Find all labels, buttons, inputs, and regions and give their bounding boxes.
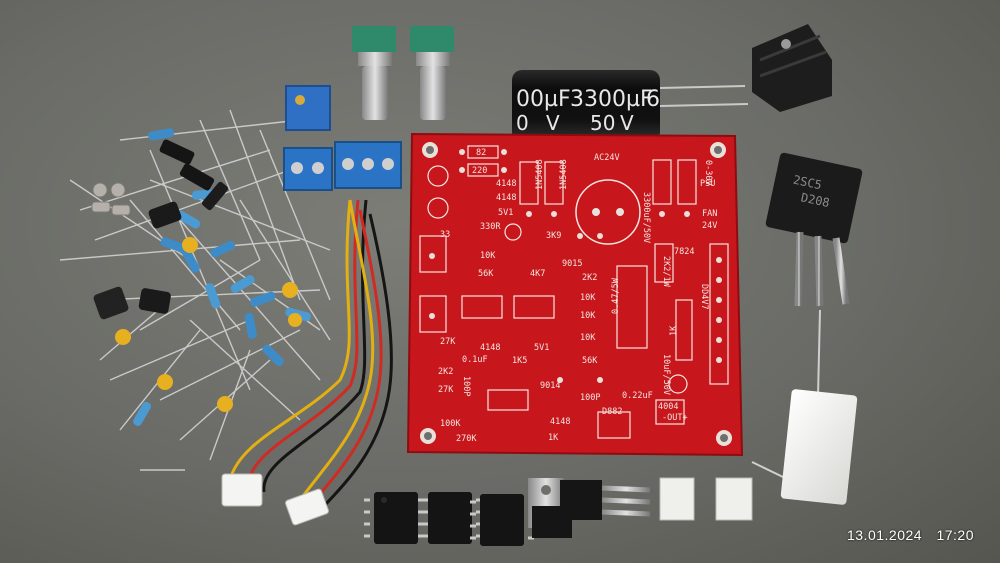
cap-voltage-unit-left: V bbox=[546, 111, 560, 135]
pcb-label: 9015 bbox=[562, 259, 582, 269]
pcb-label: 1K bbox=[669, 325, 679, 336]
pcb-label: D882 bbox=[602, 407, 622, 417]
cap-voltage-value: 50 bbox=[590, 111, 615, 135]
pcb-label: 2K2 bbox=[582, 273, 597, 283]
pcb-label: 4148 bbox=[496, 193, 516, 203]
pcb-label: 100K bbox=[440, 419, 461, 429]
pcb-label: 33 bbox=[440, 230, 450, 240]
pcb-label: 56K bbox=[582, 356, 598, 366]
ceramic-capacitors bbox=[115, 237, 302, 412]
transistor-marking-1: 2SC5 bbox=[792, 173, 823, 193]
pcb-label: 1K5 bbox=[512, 356, 527, 366]
pcb-label: 100P bbox=[461, 376, 471, 396]
trimmer-potentiometer bbox=[285, 85, 331, 131]
pcb-label: -OUT+ bbox=[662, 413, 688, 423]
pcb-label: 0.47/5W bbox=[611, 277, 621, 314]
pcb-label: 10K bbox=[580, 293, 596, 303]
cap-label-left: 00µF bbox=[516, 87, 571, 112]
diodes bbox=[93, 139, 229, 320]
pcb-label: 27K bbox=[440, 337, 456, 347]
pcb-label: 10K bbox=[580, 333, 596, 343]
dip-ic-3 bbox=[470, 494, 534, 546]
power-transistor: 2SC5 D208 bbox=[765, 152, 863, 307]
pcb-label: DD4V7 bbox=[699, 284, 709, 310]
pcb-label: 330R bbox=[480, 222, 501, 232]
photo-timestamp: 13.01.2024 17:20 bbox=[847, 527, 974, 543]
timestamp-time: 17:20 bbox=[936, 527, 974, 543]
pcb-label: 82 bbox=[476, 148, 486, 158]
pcb-label: 7824 bbox=[674, 247, 694, 257]
pcb-label: 4148 bbox=[550, 417, 570, 427]
pcb-label: 3300uF/50V bbox=[641, 192, 651, 243]
cap-voltage-left: 0 bbox=[516, 111, 529, 135]
pcb-label: 0.22uF bbox=[622, 391, 653, 401]
screw-terminal-3pin bbox=[334, 141, 402, 189]
cap-label-edge: 6 bbox=[646, 87, 660, 112]
pcb-label: 4K7 bbox=[530, 269, 545, 279]
pcb-label: 10K bbox=[580, 311, 596, 321]
cap-label-capacitance: 3300µF bbox=[570, 87, 653, 112]
pcb-label: 0-30V bbox=[703, 160, 713, 186]
jst-header-1 bbox=[659, 477, 695, 521]
pcb-label: AC24V bbox=[594, 153, 620, 163]
pcb-label: 56K bbox=[478, 269, 494, 279]
pcb-label: 2K2 bbox=[438, 367, 453, 377]
pcb-label: 0.1uF bbox=[462, 355, 488, 365]
cap-voltage-unit: V bbox=[620, 111, 634, 135]
pcb-label: 4148 bbox=[496, 179, 516, 189]
pcb-label: 5V1 bbox=[534, 343, 549, 353]
screws bbox=[91, 182, 131, 216]
pcb-label: FAN bbox=[702, 209, 717, 219]
voltage-regulator-2 bbox=[560, 480, 651, 520]
pcb-board: 82 220 4148 4148 5V1 1N5408 1N5408 AC24V… bbox=[406, 132, 744, 457]
jst-connector-cable bbox=[221, 473, 329, 526]
rotary-potentiometer-left bbox=[352, 26, 396, 120]
jst-header-2 bbox=[715, 477, 753, 521]
pcb-label: 3K9 bbox=[546, 231, 561, 241]
electrolytic-capacitor: 00µF 3300µF 6 0 V 50 V bbox=[512, 70, 749, 142]
heatsink bbox=[752, 24, 832, 112]
pcb-label: 9014 bbox=[540, 381, 560, 391]
pcb-label: 2K2/1W bbox=[661, 256, 671, 288]
rotary-potentiometer-right bbox=[410, 26, 454, 120]
pcb-label: 27K bbox=[438, 385, 454, 395]
pcb-label: 100P bbox=[580, 393, 600, 403]
pcb-label: 1K bbox=[548, 433, 559, 443]
pcb-label: 24V bbox=[702, 221, 717, 231]
pcb-label: 10K bbox=[480, 251, 496, 261]
jst-cable bbox=[228, 199, 393, 514]
pcb-label: 1N5408 bbox=[535, 159, 545, 190]
pcb-label: 10uF/50V bbox=[661, 354, 671, 395]
screw-terminal-2pin bbox=[283, 147, 333, 191]
transistor-marking-2: D208 bbox=[800, 190, 831, 210]
pcb-label: 4004 bbox=[658, 402, 678, 412]
pcb-label: 270K bbox=[456, 434, 477, 444]
pcb-label: 5V1 bbox=[498, 208, 513, 218]
pcb-label: PSU bbox=[700, 179, 715, 189]
ceramic-power-resistor bbox=[751, 309, 858, 505]
timestamp-date: 13.01.2024 bbox=[846, 527, 923, 543]
pcb-label: 220 bbox=[472, 166, 487, 176]
pcb-label: 4148 bbox=[480, 343, 500, 353]
pcb-label: 1N5408 bbox=[559, 159, 569, 190]
